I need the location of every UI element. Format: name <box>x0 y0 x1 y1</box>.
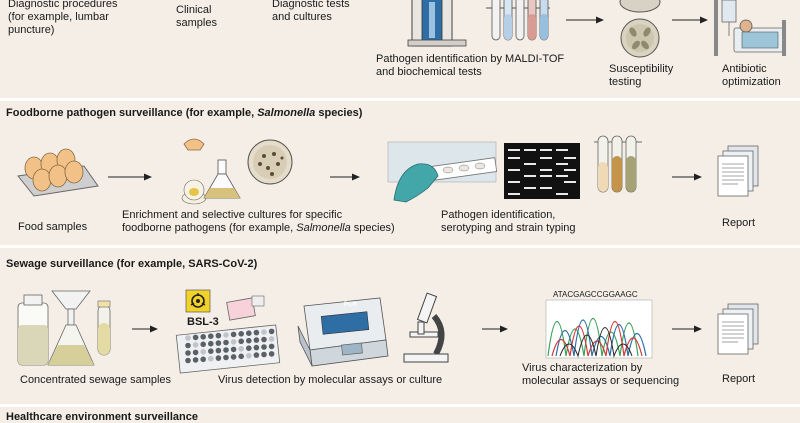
label-virus-detection: Virus detection by molecular assays or c… <box>218 374 443 386</box>
label-food-samples: Food samples <box>18 221 88 233</box>
microscope-icon <box>403 292 449 363</box>
panel-healthcare <box>0 407 800 419</box>
arrow-3 <box>108 173 152 181</box>
panel-title-healthcare: Healthcare environment surveillance <box>6 411 198 423</box>
well <box>238 338 244 345</box>
label-diagnostic-procedures: Diagnostic procedures (for example, lumb… <box>8 0 118 36</box>
well <box>246 330 252 336</box>
well <box>200 356 206 363</box>
well <box>185 342 191 349</box>
bsl3-label: BSL-3 <box>187 316 219 328</box>
slide-agglutination-icon <box>387 141 498 203</box>
well <box>246 352 252 359</box>
culture-tubes-icon <box>594 135 642 193</box>
sequence-label: ATACGAGCCGGAAGC <box>553 290 638 299</box>
well <box>192 357 199 363</box>
well <box>268 351 275 357</box>
maldi-instrument-icon <box>407 0 467 47</box>
well <box>223 339 229 346</box>
label-report-1: Report <box>722 217 756 229</box>
well <box>261 351 267 358</box>
well <box>215 355 222 361</box>
well <box>185 357 191 364</box>
well <box>253 329 260 336</box>
well <box>230 346 237 353</box>
pcr-label: PCR <box>344 302 357 308</box>
sequencing-chromatogram-icon <box>545 299 653 359</box>
label-susceptibility: Susceptibility testing <box>609 63 674 88</box>
well <box>268 343 275 350</box>
well <box>200 341 206 348</box>
well <box>223 347 229 353</box>
label-pathogen-id-serotyping: Pathogen identification, serotyping and … <box>441 209 576 234</box>
separator-1 <box>0 98 800 101</box>
well <box>268 336 275 342</box>
arrow-6 <box>132 325 158 333</box>
well <box>208 340 214 347</box>
well <box>261 329 267 335</box>
well <box>268 328 275 335</box>
arrow-8 <box>672 325 702 333</box>
well <box>238 353 244 360</box>
well <box>208 348 214 354</box>
well <box>246 337 252 344</box>
arrow-1 <box>566 16 604 24</box>
patient-bed-icon <box>714 0 786 56</box>
well <box>230 339 237 345</box>
well <box>238 346 244 352</box>
arrow-7 <box>482 325 508 333</box>
well <box>261 336 267 343</box>
well-plate-icon <box>185 328 275 364</box>
panel-sewage <box>0 248 800 404</box>
well <box>192 349 199 356</box>
enrichment-culture-icon <box>181 138 293 205</box>
well <box>192 342 199 348</box>
well <box>208 355 214 362</box>
panel-title-foodborne: Foodborne pathogen surveillance (for exa… <box>6 107 363 119</box>
well <box>215 347 222 354</box>
petri-dishes-icon <box>619 0 661 58</box>
well <box>230 354 237 360</box>
well <box>215 332 222 339</box>
sewage-filtration-icon <box>17 290 111 366</box>
label-antibiotic: Antibiotic optimization <box>722 63 781 88</box>
arrow-4 <box>330 173 360 181</box>
label-virus-characterization: Virus characterization by molecular assa… <box>522 362 680 387</box>
well <box>253 344 260 351</box>
well <box>208 333 214 339</box>
gel-electrophoresis-icon <box>504 143 580 199</box>
label-pathogen-id-maldi: Pathogen identification by MALDI-TOF and… <box>376 53 565 78</box>
panel-title-sewage: Sewage surveillance (for example, SARS-C… <box>6 258 258 270</box>
well <box>200 334 206 340</box>
well <box>253 352 260 358</box>
well <box>200 349 206 355</box>
report-icon <box>717 145 759 197</box>
test-tubes-icon <box>486 0 550 41</box>
well <box>261 344 267 350</box>
report-icon-2 <box>717 303 759 355</box>
well <box>230 331 237 338</box>
well <box>253 337 260 343</box>
label-enrichment: Enrichment and selective cultures for sp… <box>122 209 395 234</box>
well <box>215 340 222 346</box>
arrow-2 <box>672 16 708 24</box>
panel-clinical <box>0 0 800 98</box>
label-diagnostic-tests: Diagnostic tests and cultures <box>272 0 350 23</box>
arrow-5 <box>672 173 702 181</box>
well <box>246 345 252 351</box>
label-concentrated-sewage: Concentrated sewage samples <box>20 374 172 386</box>
separator-3 <box>0 404 800 407</box>
egg-carton-icon <box>17 148 99 197</box>
well <box>192 334 199 341</box>
well <box>185 350 191 356</box>
well <box>223 354 229 361</box>
pcr-machine-icon <box>297 297 389 367</box>
label-clinical-samples: Clinical samples <box>176 4 217 29</box>
separator-2 <box>0 245 800 248</box>
well <box>185 335 191 341</box>
well <box>223 332 229 338</box>
well <box>238 331 244 337</box>
label-report-2: Report <box>722 373 756 385</box>
